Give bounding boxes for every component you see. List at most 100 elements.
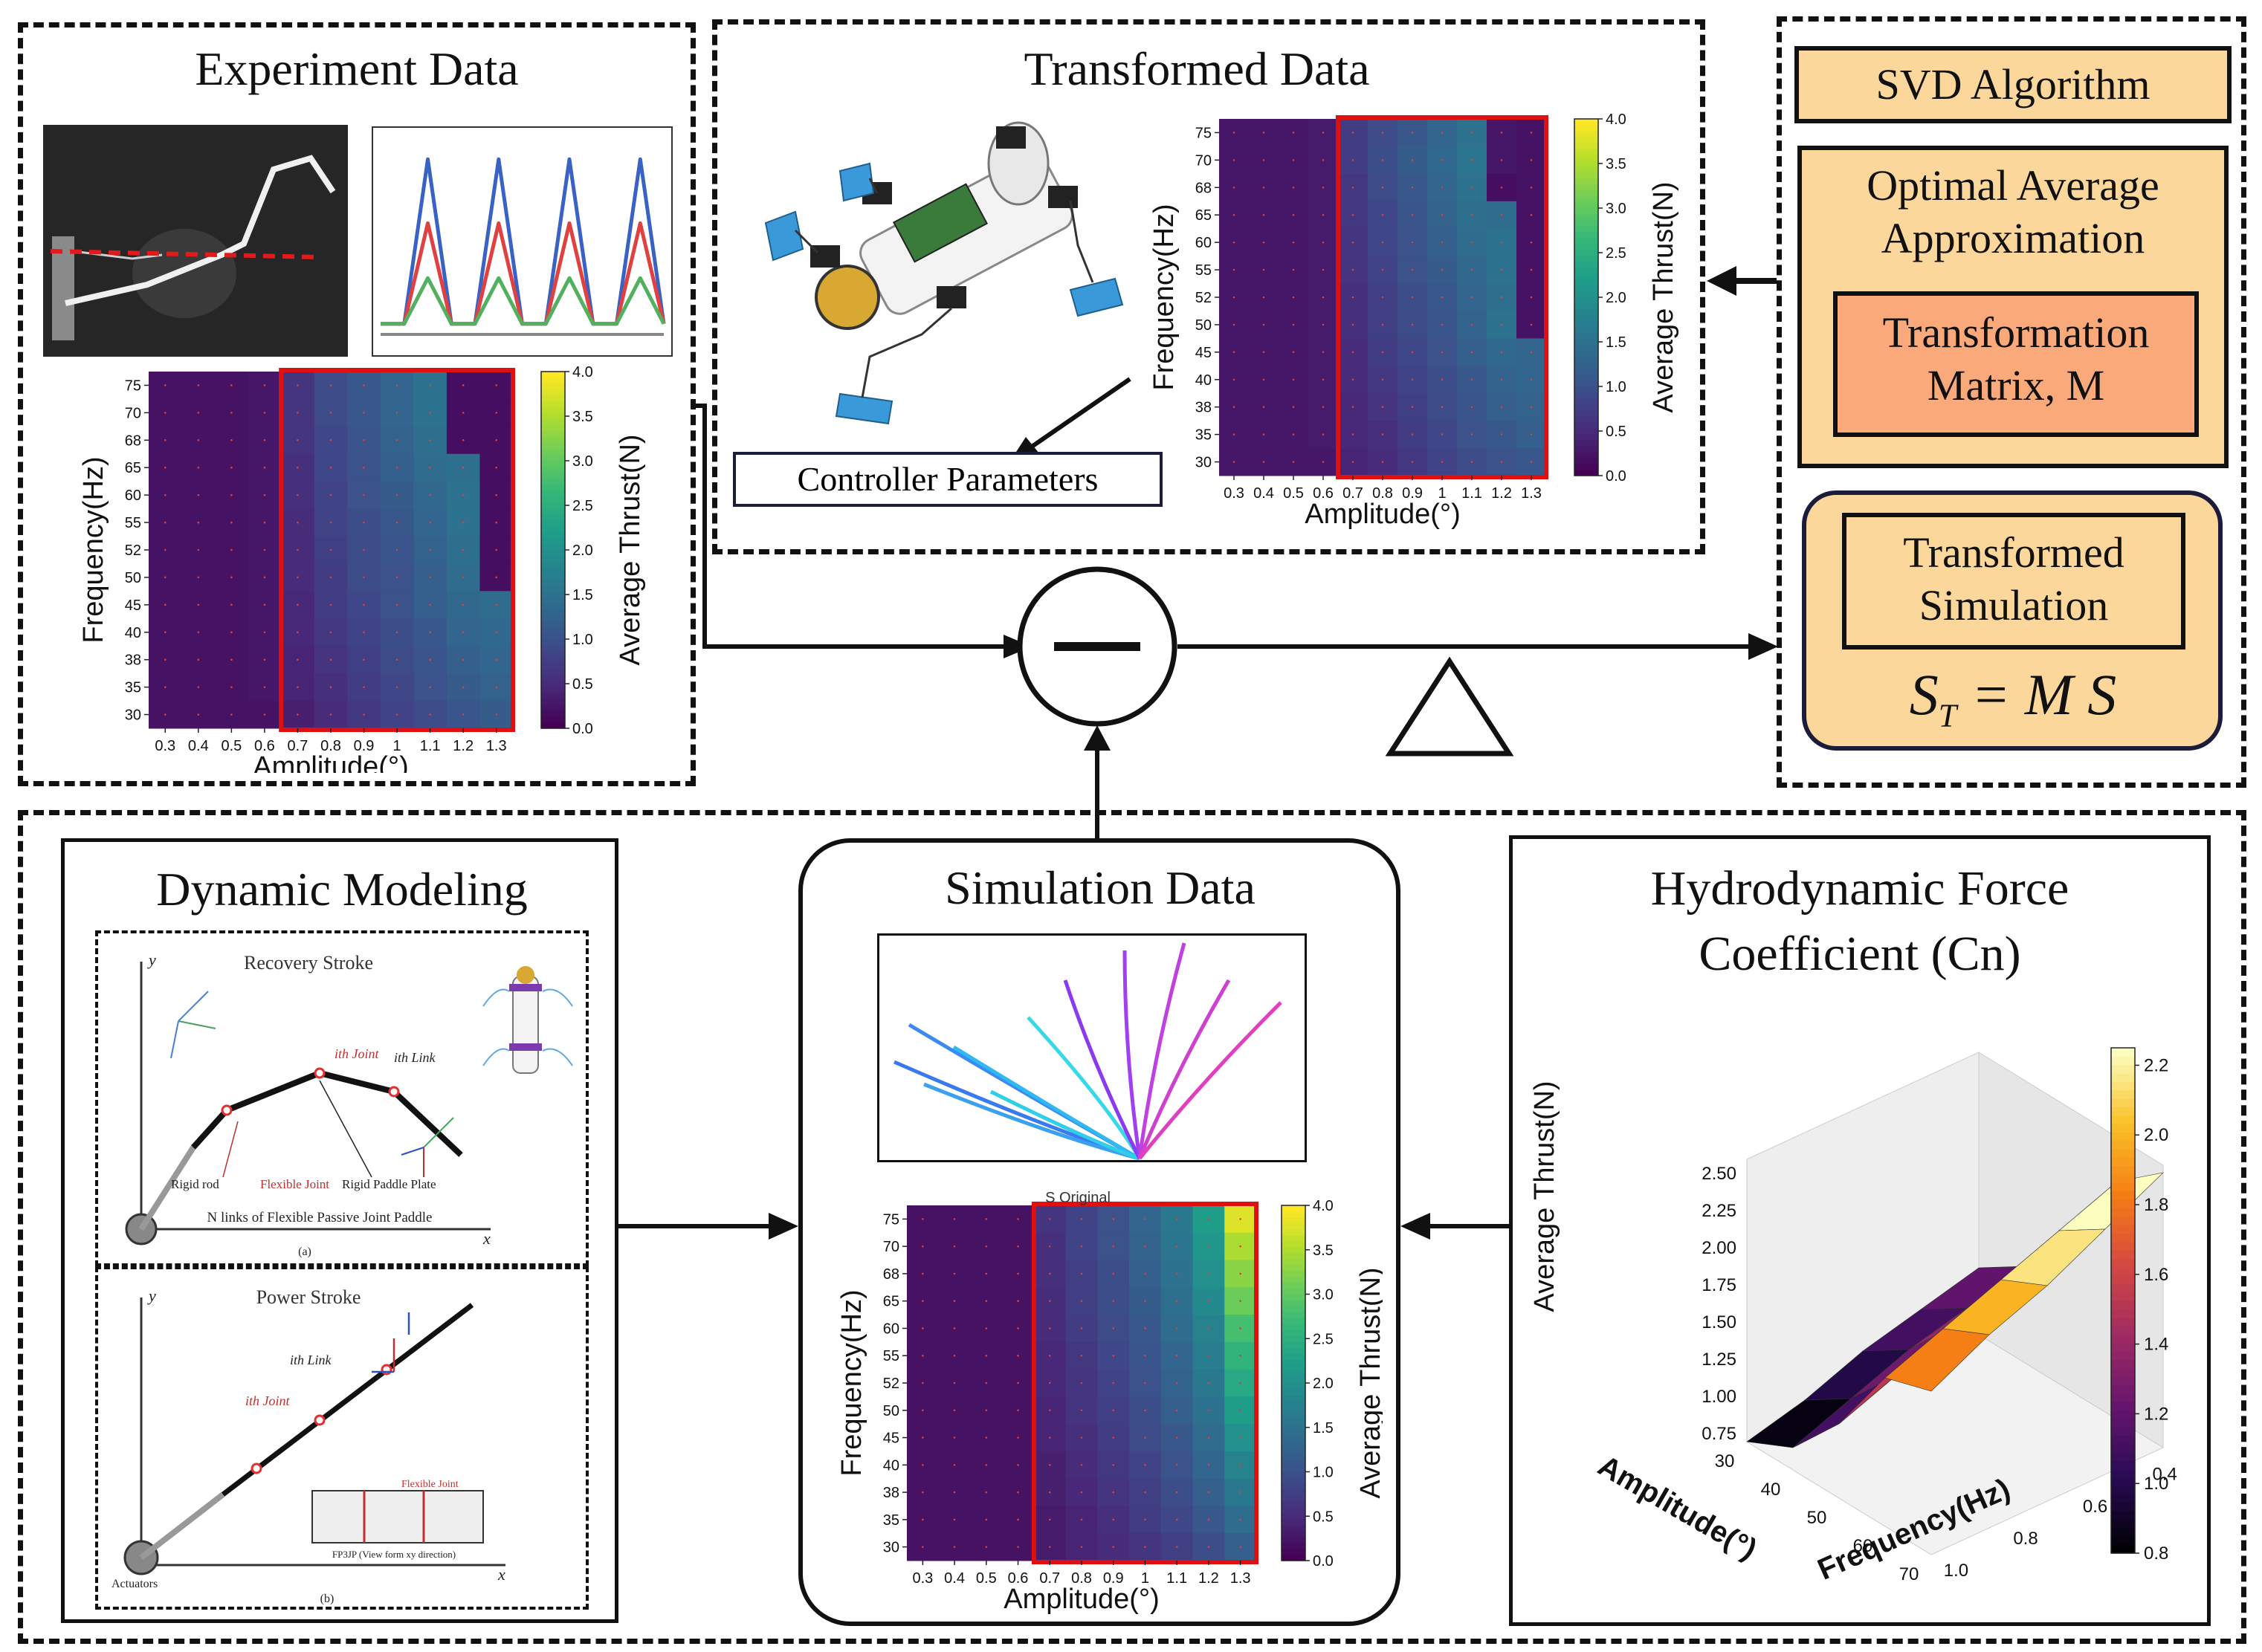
colorbar-segment bbox=[541, 437, 565, 444]
colorbar-segment bbox=[541, 609, 565, 616]
surface-colorbar-segment bbox=[2111, 1115, 2135, 1124]
heatmap-cell-dot bbox=[922, 1491, 924, 1494]
heatmap-cell-dot bbox=[1175, 1546, 1178, 1548]
colorbar-segment bbox=[1574, 357, 1598, 363]
heatmap-cell-dot bbox=[197, 713, 200, 716]
colorbar-segment bbox=[541, 574, 565, 580]
heatmap-cell-dot bbox=[230, 493, 233, 496]
surface-colorbar-segment bbox=[2111, 1452, 2135, 1461]
experiment-to-subtractor-line bbox=[696, 404, 1011, 649]
colorbar-segment bbox=[541, 568, 565, 574]
surface-colorbar-segment bbox=[2111, 1216, 2135, 1225]
colorbar-tick-label: 1.0 bbox=[1606, 379, 1626, 395]
colorbar-segment bbox=[1282, 1276, 1305, 1283]
x-tick-label: 0.3 bbox=[1224, 485, 1244, 502]
heatmap-cell-dot bbox=[329, 631, 332, 634]
colorbar-segment bbox=[541, 479, 565, 485]
y-tick-label: 50 bbox=[1195, 317, 1212, 334]
amp-axis-label: Amplitude(°) bbox=[1592, 1449, 1762, 1566]
heatmap-cell-dot bbox=[1262, 433, 1265, 435]
heatmap-cell-dot bbox=[922, 1218, 924, 1220]
colorbar-segment bbox=[541, 538, 565, 545]
y-tick-label: 68 bbox=[125, 433, 141, 449]
heatmap-cell-dot bbox=[1239, 1218, 1241, 1220]
heatmap-cell-dot bbox=[953, 1409, 956, 1412]
surface-colorbar-segment bbox=[2111, 1486, 2135, 1495]
surface-colorbar-tick-label: 1.4 bbox=[2144, 1335, 2168, 1355]
colorbar-segment bbox=[1282, 1347, 1305, 1354]
heatmap-cell-dot bbox=[1144, 1218, 1146, 1220]
x-tick-label: 0.9 bbox=[354, 738, 375, 754]
surface-patch bbox=[1884, 1328, 1990, 1392]
x-tick-label: 0.4 bbox=[188, 738, 209, 754]
colorbar-segment bbox=[1574, 351, 1598, 357]
heatmap-cell-dot bbox=[953, 1436, 956, 1439]
heatmap-cell-dot bbox=[164, 384, 167, 386]
heatmap-cell-dot bbox=[1232, 268, 1235, 271]
heatmap-cell-dot bbox=[1239, 1245, 1241, 1248]
heatmap-cell-dot bbox=[429, 686, 431, 688]
colorbar-segment bbox=[541, 603, 565, 610]
heatmap-cell-dot bbox=[1262, 323, 1265, 326]
heatmap-cell-dot bbox=[1500, 406, 1503, 408]
y-axis-label: Frequency(Hz) bbox=[836, 1289, 867, 1476]
colorbar-segment bbox=[541, 669, 565, 676]
heatmap-cell-dot bbox=[1048, 1272, 1051, 1275]
heatmap-cell-dot bbox=[462, 576, 465, 579]
recovery-x-label: x bbox=[482, 1229, 491, 1248]
heatmap-cell-dot bbox=[1175, 1300, 1178, 1302]
heatmap-cell-dot bbox=[395, 603, 398, 606]
heatmap-cell-dot bbox=[1411, 433, 1414, 435]
heatmap-cell-dot bbox=[985, 1245, 988, 1248]
surface-colorbar-tick-label: 1.0 bbox=[2144, 1474, 2168, 1494]
heatmap-cell-dot bbox=[1232, 296, 1235, 299]
heatmap-cell-dot bbox=[429, 576, 431, 579]
y-tick-label: 70 bbox=[125, 405, 141, 421]
trajectory-line bbox=[952, 1045, 1141, 1161]
colorbar-segment bbox=[1574, 452, 1598, 459]
heatmap-cell-dot bbox=[1500, 461, 1503, 463]
heatmap-cell-dot bbox=[1322, 406, 1325, 408]
colorbar-segment bbox=[1282, 1264, 1305, 1272]
y-tick-label: 30 bbox=[1195, 455, 1212, 471]
heatmap-cell-dot bbox=[1175, 1327, 1178, 1329]
x-tick-label: 0.8 bbox=[1071, 1570, 1092, 1587]
heatmap-cell-dot bbox=[197, 686, 200, 688]
heatmap-cell-dot bbox=[297, 466, 299, 469]
heatmap-cell-dot bbox=[1441, 351, 1444, 354]
surface-colorbar-segment bbox=[2111, 1410, 2135, 1419]
y-tick-label: 40 bbox=[883, 1457, 899, 1474]
y-tick-label: 65 bbox=[1195, 207, 1212, 224]
colorbar-segment bbox=[1574, 422, 1598, 429]
simulation-trajectory-plot bbox=[877, 933, 1307, 1162]
heatmap-cell-dot bbox=[1351, 323, 1354, 326]
surface-colorbar-tick-label: 1.2 bbox=[2144, 1404, 2168, 1424]
x-tick-label: 0.4 bbox=[1253, 485, 1274, 502]
heatmap-cell-dot bbox=[429, 412, 431, 414]
heatmap-cell-dot bbox=[1441, 461, 1444, 463]
heatmap-cell-dot bbox=[985, 1518, 988, 1521]
heatmap-cell-dot bbox=[1411, 461, 1414, 463]
heatmap-cell-dot bbox=[953, 1327, 956, 1329]
heatmap-cell-dot bbox=[953, 1272, 956, 1275]
colorbar-segment bbox=[541, 473, 565, 479]
colorbar-segment bbox=[541, 633, 565, 640]
experiment-camera-image bbox=[43, 125, 348, 357]
heatmap-cell-dot bbox=[1017, 1436, 1019, 1439]
colorbar-tick-label: 0.5 bbox=[1606, 424, 1626, 440]
heatmap-cell-dot bbox=[1144, 1245, 1146, 1248]
y-tick-label: 30 bbox=[883, 1540, 899, 1556]
power-ith-link: ith Link bbox=[290, 1353, 332, 1367]
heatmap-cell-dot bbox=[1292, 461, 1295, 463]
simulation-title: Simulation Data bbox=[945, 861, 1256, 914]
x-tick-label: 0.7 bbox=[288, 738, 308, 754]
heatmap-cell-dot bbox=[1048, 1491, 1051, 1494]
power-stroke-diagram: Power Stroke y x ith Joint ith Link Actu… bbox=[112, 1286, 505, 1605]
colorbar-segment bbox=[1282, 1477, 1305, 1485]
colorbar-segment bbox=[1282, 1377, 1305, 1384]
fp3jp-inset bbox=[311, 1490, 484, 1544]
x-tick-label: 1.3 bbox=[1230, 1570, 1251, 1587]
heatmap-cell-dot bbox=[1175, 1436, 1178, 1439]
y-tick-label: 40 bbox=[1195, 372, 1212, 389]
colorbar-tick-label: 2.0 bbox=[1606, 290, 1626, 306]
